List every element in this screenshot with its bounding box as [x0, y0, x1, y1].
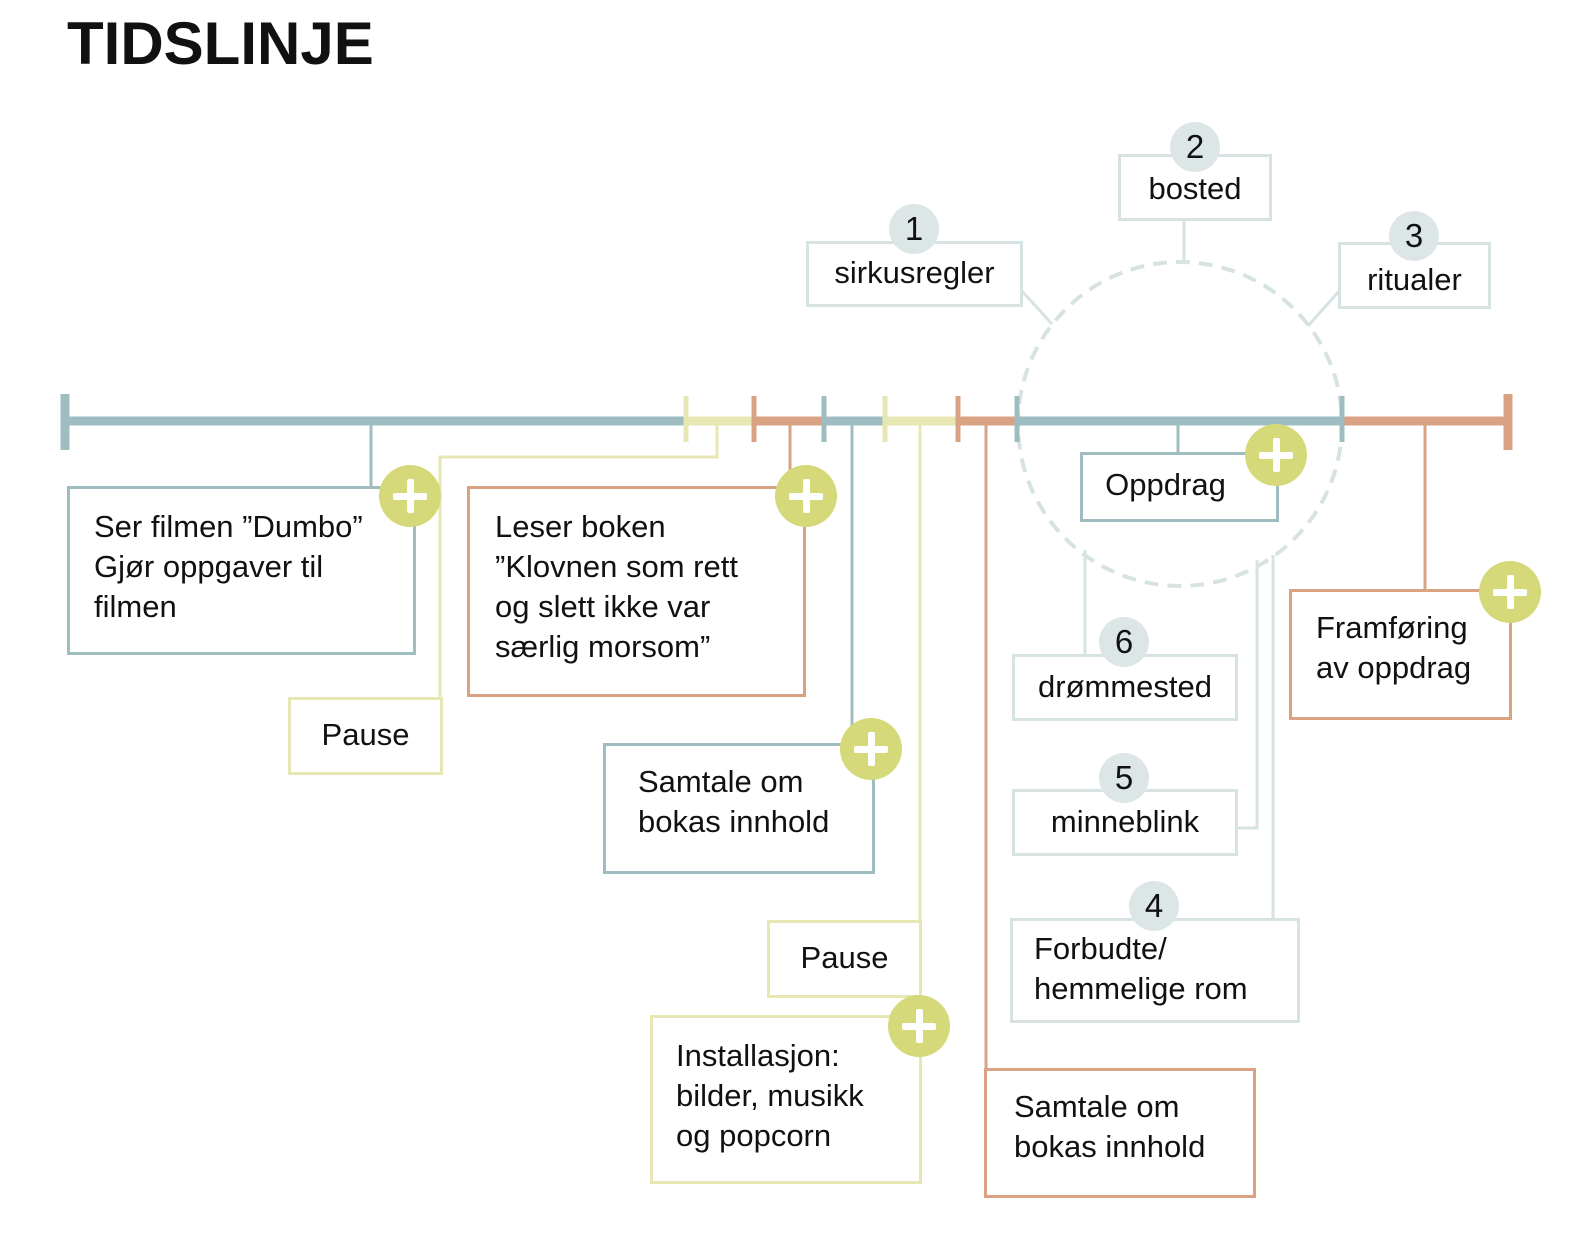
activity-text: Leser boken ”Klovnen som rett og slett i… [495, 509, 738, 664]
activity-box: Pause [288, 697, 443, 775]
plus-icon[interactable] [1245, 424, 1307, 486]
activity-text: Oppdrag [1105, 467, 1226, 502]
activity-box: Samtale om bokas innhold [984, 1068, 1256, 1198]
mission-item-label: bosted [1148, 171, 1242, 206]
activity-box: Installasjon: bilder, musikk og popcorn [650, 1015, 922, 1184]
number-badge: 2 [1170, 122, 1220, 172]
mission-item-label: Forbudte/ hemmelige rom [1034, 931, 1248, 1006]
activity-text: Pause [321, 717, 410, 752]
number-badge: 3 [1389, 211, 1439, 261]
number-badge: 1 [889, 204, 939, 254]
page-title: TIDSLINJE [67, 10, 374, 77]
number-badge: 4 [1129, 881, 1179, 931]
mission-item-label: ritualer [1367, 262, 1462, 297]
activity-text: Framføring av oppdrag [1316, 610, 1472, 685]
activity-text: Installasjon: bilder, musikk og popcorn [676, 1038, 864, 1153]
activity-box: Pause [767, 920, 922, 998]
mission-item-box: Forbudte/ hemmelige rom [1010, 918, 1300, 1023]
activity-box: Samtale om bokas innhold [603, 743, 875, 874]
plus-icon[interactable] [888, 995, 950, 1057]
activity-box: Framføring av oppdrag [1289, 589, 1512, 720]
activity-text: Samtale om bokas innhold [638, 764, 830, 839]
number-badge: 5 [1099, 753, 1149, 803]
activity-text: Pause [800, 940, 889, 975]
number-badge: 6 [1099, 617, 1149, 667]
connector [1306, 289, 1342, 327]
connector [1019, 288, 1054, 326]
mission-item-label: sirkusregler [834, 255, 995, 290]
plus-icon[interactable] [1479, 561, 1541, 623]
activity-box: Ser filmen ”Dumbo” Gjør oppgaver til fil… [67, 486, 416, 655]
plus-icon[interactable] [379, 465, 441, 527]
activity-text: Ser filmen ”Dumbo” Gjør oppgaver til fil… [94, 509, 363, 624]
plus-icon[interactable] [840, 718, 902, 780]
mission-item-label: drømmested [1038, 669, 1212, 704]
mission-item-label: minneblink [1050, 804, 1200, 839]
activity-text: Samtale om bokas innhold [1014, 1089, 1206, 1164]
connector [438, 425, 719, 700]
connector [1238, 560, 1259, 830]
mission-item-box: drømmested [1012, 654, 1238, 721]
activity-box: Leser boken ”Klovnen som rett og slett i… [467, 486, 806, 697]
plus-icon[interactable] [775, 465, 837, 527]
